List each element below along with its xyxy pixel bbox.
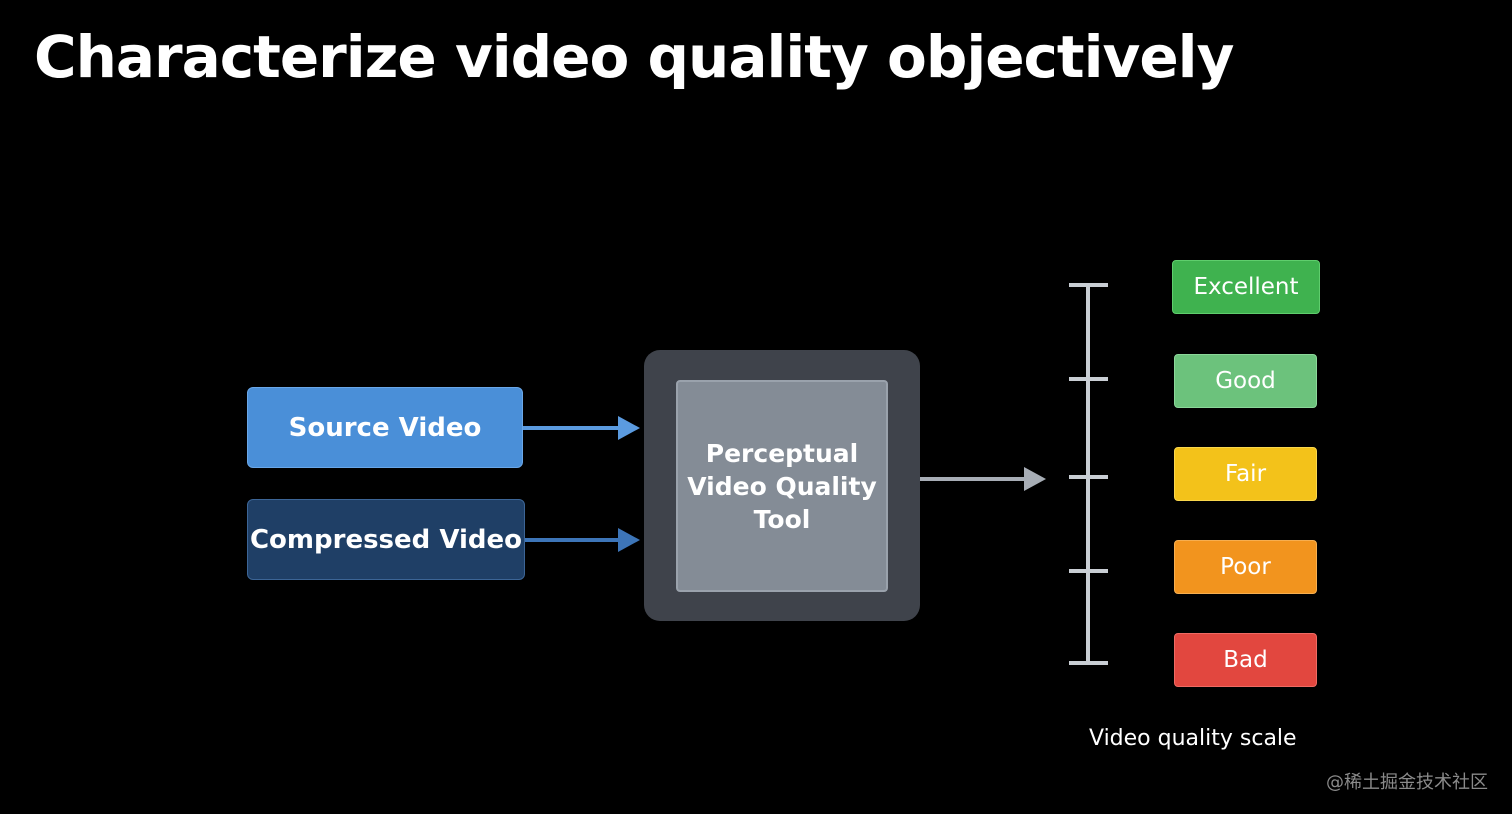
rating-excellent: Excellent bbox=[1172, 260, 1320, 314]
rating-poor: Poor bbox=[1174, 540, 1317, 594]
slide-title: Characterize video quality objectively bbox=[34, 23, 1234, 91]
perceptual-video-quality-tool-box: Perceptual Video Quality Tool bbox=[676, 380, 888, 592]
rating-bad: Bad bbox=[1174, 633, 1317, 687]
compressed-video-box: Compressed Video bbox=[247, 499, 525, 580]
output-arrow bbox=[920, 467, 1046, 491]
watermark: @稀土掘金技术社区 bbox=[1326, 772, 1488, 793]
quality-scale-ruler bbox=[1069, 283, 1108, 665]
scale-caption: Video quality scale bbox=[1089, 726, 1297, 751]
compressed-arrow bbox=[525, 528, 640, 552]
rating-good: Good bbox=[1174, 354, 1317, 408]
source-video-box: Source Video bbox=[247, 387, 523, 468]
source-arrow bbox=[523, 416, 640, 440]
rating-fair: Fair bbox=[1174, 447, 1317, 501]
